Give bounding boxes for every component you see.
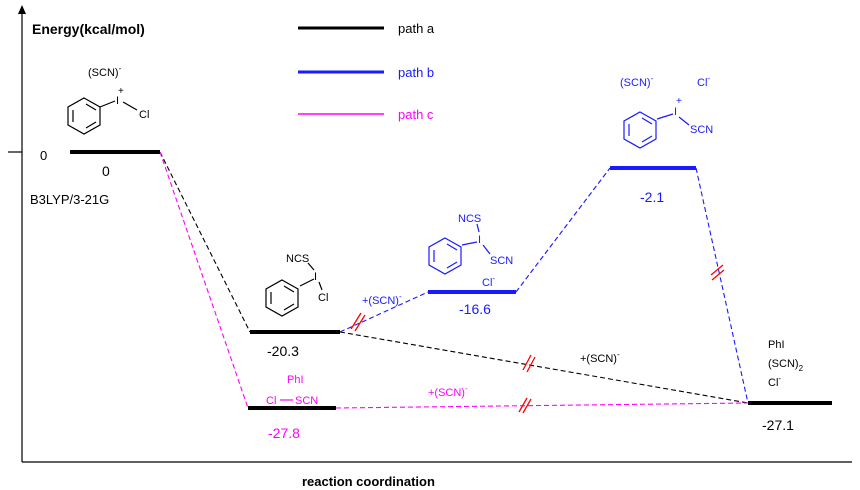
final-chloride: Cl- bbox=[768, 374, 781, 389]
start-structure: (SCN)- I + Cl bbox=[67, 64, 149, 135]
y-axis-title: Energy(kcal/mol) bbox=[32, 21, 145, 37]
energy-final: -27.1 bbox=[762, 417, 794, 433]
legend-label-path-b: path b bbox=[398, 65, 434, 80]
b1-chloride: Cl- bbox=[482, 274, 495, 289]
connector-b2-to-final bbox=[695, 167, 749, 404]
break-mark-c bbox=[518, 397, 532, 414]
connector-b1-to-b2 bbox=[515, 167, 611, 293]
final-products: PhI (SCN)2 Cl- bbox=[768, 339, 804, 389]
break-mark-a bbox=[522, 354, 536, 373]
energy-c-intermediate: -27.8 bbox=[268, 425, 300, 441]
a-iodine: I bbox=[314, 271, 317, 283]
c-phi-label: PhI bbox=[287, 374, 304, 386]
a-benzene-ring bbox=[265, 279, 299, 317]
b2-chloride: Cl- bbox=[697, 74, 710, 89]
a-ncs-label: NCS bbox=[286, 253, 309, 265]
energy-start: 0 bbox=[102, 163, 110, 179]
energy-a-intermediate: -20.3 bbox=[267, 343, 299, 359]
energy-b-intermediate-2: -2.1 bbox=[640, 189, 664, 205]
b1-iodine: I bbox=[478, 234, 481, 246]
a-intermediate-structure: NCS I Cl bbox=[265, 253, 328, 317]
method-label: B3LYP/3-21G bbox=[30, 192, 109, 207]
b2-scn-label: SCN bbox=[690, 124, 713, 136]
start-cl: Cl bbox=[139, 109, 149, 121]
start-anion-label: (SCN)- bbox=[88, 64, 122, 79]
legend-label-path-a: path a bbox=[398, 21, 435, 36]
c-scn-label: SCN bbox=[295, 395, 318, 407]
break-mark-b bbox=[350, 312, 366, 332]
connector-start-to-c bbox=[159, 151, 249, 409]
c-cl-label: Cl bbox=[266, 395, 276, 407]
legend-label-path-c: path c bbox=[398, 107, 434, 122]
b2-plus: + bbox=[676, 96, 682, 107]
zero-tick-label: 0 bbox=[40, 148, 47, 163]
b-intermediate-1-structure: NCS I SCN Cl- bbox=[428, 213, 513, 289]
a-cl: Cl bbox=[318, 292, 328, 304]
connector-c-to-final bbox=[335, 402, 749, 409]
b1-benzene-ring bbox=[428, 237, 462, 275]
break-mark-b2 bbox=[710, 264, 725, 281]
b2-iodine: I bbox=[674, 106, 677, 118]
b-intermediate-2-structure: (SCN)- Cl- + I SCN bbox=[620, 74, 713, 149]
legend: path a path b path c bbox=[298, 21, 435, 122]
plus-scn-path-a: +(SCN)- bbox=[580, 350, 620, 365]
b1-ncs-label: NCS bbox=[458, 213, 481, 225]
start-iodine: I bbox=[116, 95, 119, 107]
plus-scn-path-b: +(SCN)- bbox=[362, 292, 402, 307]
final-phi: PhI bbox=[768, 339, 785, 351]
x-axis-title: reaction coordination bbox=[302, 474, 435, 489]
start-plus: + bbox=[118, 86, 124, 97]
connector-a-to-final bbox=[339, 331, 749, 404]
connector-a-to-b1 bbox=[339, 291, 429, 333]
energy-b-intermediate-1: -16.6 bbox=[459, 301, 491, 317]
connector-start-to-a bbox=[159, 151, 251, 333]
y-axis-arrow bbox=[18, 5, 26, 14]
plus-scn-path-c: +(SCN)- bbox=[428, 384, 468, 399]
b2-benzene-ring bbox=[623, 111, 657, 149]
c-intermediate-structure: PhI Cl SCN bbox=[266, 374, 318, 407]
final-scn2: (SCN)2 bbox=[768, 358, 804, 373]
b1-scn-label: SCN bbox=[490, 255, 513, 267]
b2-anion-label: (SCN)- bbox=[620, 74, 654, 89]
